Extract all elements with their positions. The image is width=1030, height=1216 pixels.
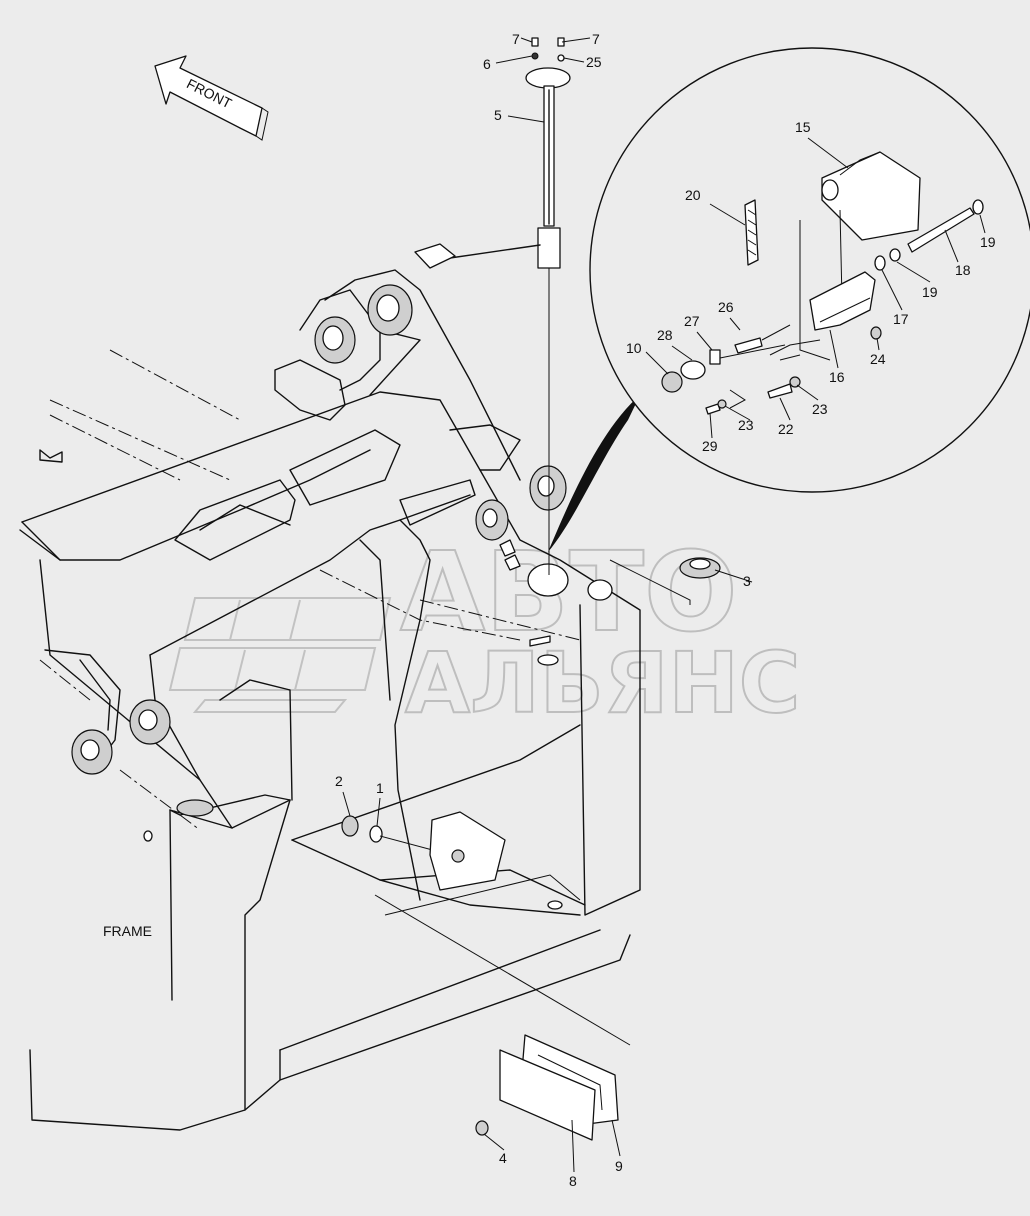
- watermark: АВТО АЛЬЯНС: [168, 527, 801, 733]
- callout-3: 3: [743, 573, 751, 589]
- callout-4: 4: [499, 1150, 507, 1166]
- drain-parts: [341, 811, 506, 891]
- centerlines: [39, 349, 581, 831]
- detail-pointer: [548, 395, 640, 552]
- callout-15: 15: [795, 119, 811, 135]
- callout-6: 6: [483, 56, 491, 72]
- callout-20: 20: [685, 187, 701, 203]
- callout-17: 17: [893, 311, 909, 327]
- watermark-line1: АВТО: [400, 528, 738, 656]
- callout-23: 23: [812, 401, 828, 417]
- leader-lines: [342, 37, 986, 1173]
- grommet: [609, 557, 721, 605]
- callout-1: 1: [376, 780, 384, 796]
- top-fasteners: [531, 37, 565, 62]
- callout-10: 10: [626, 340, 642, 356]
- callout-labels: 7 7 6 25 5 15 20 19 18 19 17 26 27 28 10…: [335, 31, 996, 1189]
- callout-19: 19: [922, 284, 938, 300]
- callout-2: 2: [335, 773, 343, 789]
- callout-22: 22: [778, 421, 794, 437]
- callout-5: 5: [494, 107, 502, 123]
- callout-23: 23: [738, 417, 754, 433]
- callout-19: 19: [980, 234, 996, 250]
- fuel-sender-unit: [414, 67, 571, 575]
- frame-bolts: [499, 539, 559, 666]
- callout-7: 7: [592, 31, 600, 47]
- callout-9: 9: [615, 1158, 623, 1174]
- bushings: [71, 284, 613, 910]
- front-arrow: FRONT: [154, 55, 269, 141]
- callout-18: 18: [955, 262, 971, 278]
- callout-24: 24: [870, 351, 886, 367]
- watermark-line2: АЛЬЯНС: [405, 634, 800, 732]
- cover-plate: [374, 894, 631, 1141]
- callout-26: 26: [718, 299, 734, 315]
- callout-16: 16: [829, 369, 845, 385]
- callout-28: 28: [657, 327, 673, 343]
- callout-7: 7: [512, 31, 520, 47]
- frame-label: FRAME: [103, 923, 152, 939]
- watermark-logo: [168, 597, 392, 713]
- callout-27: 27: [684, 313, 700, 329]
- main-frame: [19, 269, 641, 1131]
- callout-8: 8: [569, 1173, 577, 1189]
- callout-29: 29: [702, 438, 718, 454]
- callout-25: 25: [586, 54, 602, 70]
- detail-view: [589, 47, 1030, 493]
